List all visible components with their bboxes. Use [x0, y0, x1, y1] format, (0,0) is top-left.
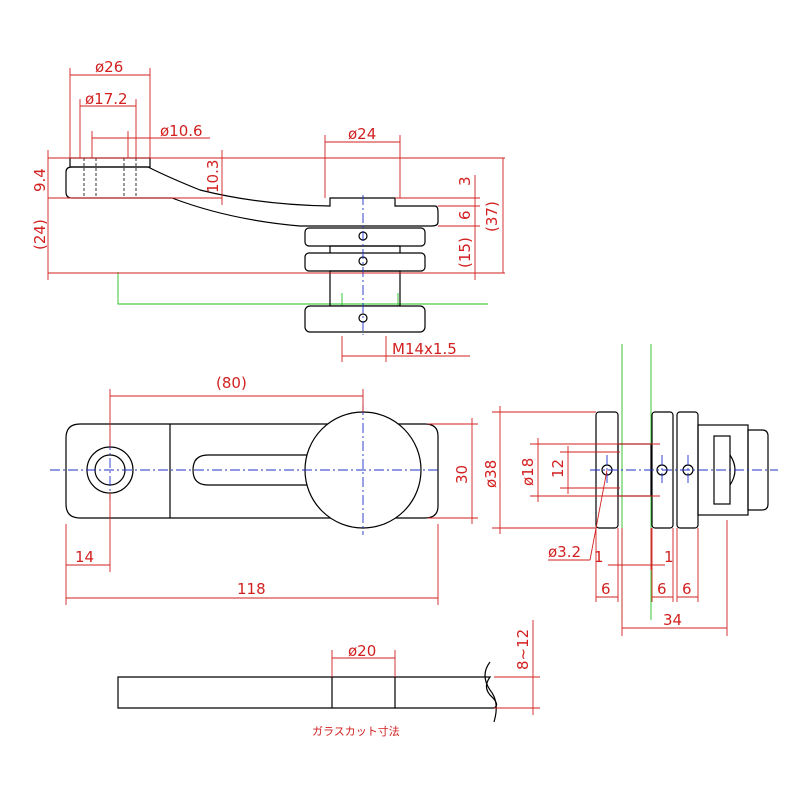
thickness-6b-label: 6	[657, 580, 667, 598]
length-118-label: 118	[237, 580, 266, 598]
diameter-18-label: ø18	[519, 458, 537, 486]
width-12-label: 12	[549, 459, 567, 478]
thickness-1b-label: 1	[664, 548, 674, 566]
diameter-10-6-label: ø10.6	[160, 122, 203, 140]
diameter-3-2-label: ø3.2	[548, 543, 581, 561]
thickness-6c-label: 6	[682, 580, 692, 598]
glass-hole-diameter-label: ø20	[348, 642, 376, 660]
length-80-label: (80)	[216, 374, 247, 392]
height-10-3-label: 10.3	[204, 160, 222, 193]
height-37-label: (37)	[483, 201, 501, 232]
end-view: ø38 ø18 12 ø3.2 1 1 6 6 6 34	[482, 344, 778, 636]
thickness-6a-label: 6	[601, 580, 611, 598]
height-24-label: (24)	[31, 219, 49, 250]
length-14-label: 14	[75, 548, 94, 566]
height-15-label: (15)	[456, 237, 474, 268]
side-view: ø26 ø17.2 ø10.6 ø24 9.4 10.3 3 6 (37) (1…	[31, 58, 505, 362]
height-9-4-label: 9.4	[31, 168, 49, 192]
thread-label: M14x1.5	[392, 340, 457, 358]
top-view: (80) 30 14 118	[50, 374, 478, 605]
diameter-26-label: ø26	[95, 58, 123, 76]
diameter-38-label: ø38	[482, 460, 500, 488]
glass-thickness-label: 8~12	[514, 629, 532, 670]
width-30-label: 30	[453, 465, 471, 484]
diameter-17-2-label: ø17.2	[85, 90, 128, 108]
glass-cut-caption: ガラスカット寸法	[312, 724, 400, 738]
length-34-label: 34	[663, 611, 682, 629]
thickness-1a-label: 1	[594, 548, 604, 566]
glass-cut-view: ø20 8~12 ガラスカット寸法	[117, 620, 540, 738]
height-6-label: 6	[456, 210, 474, 220]
height-3-label: 3	[456, 176, 474, 186]
diameter-24-label: ø24	[348, 125, 376, 143]
